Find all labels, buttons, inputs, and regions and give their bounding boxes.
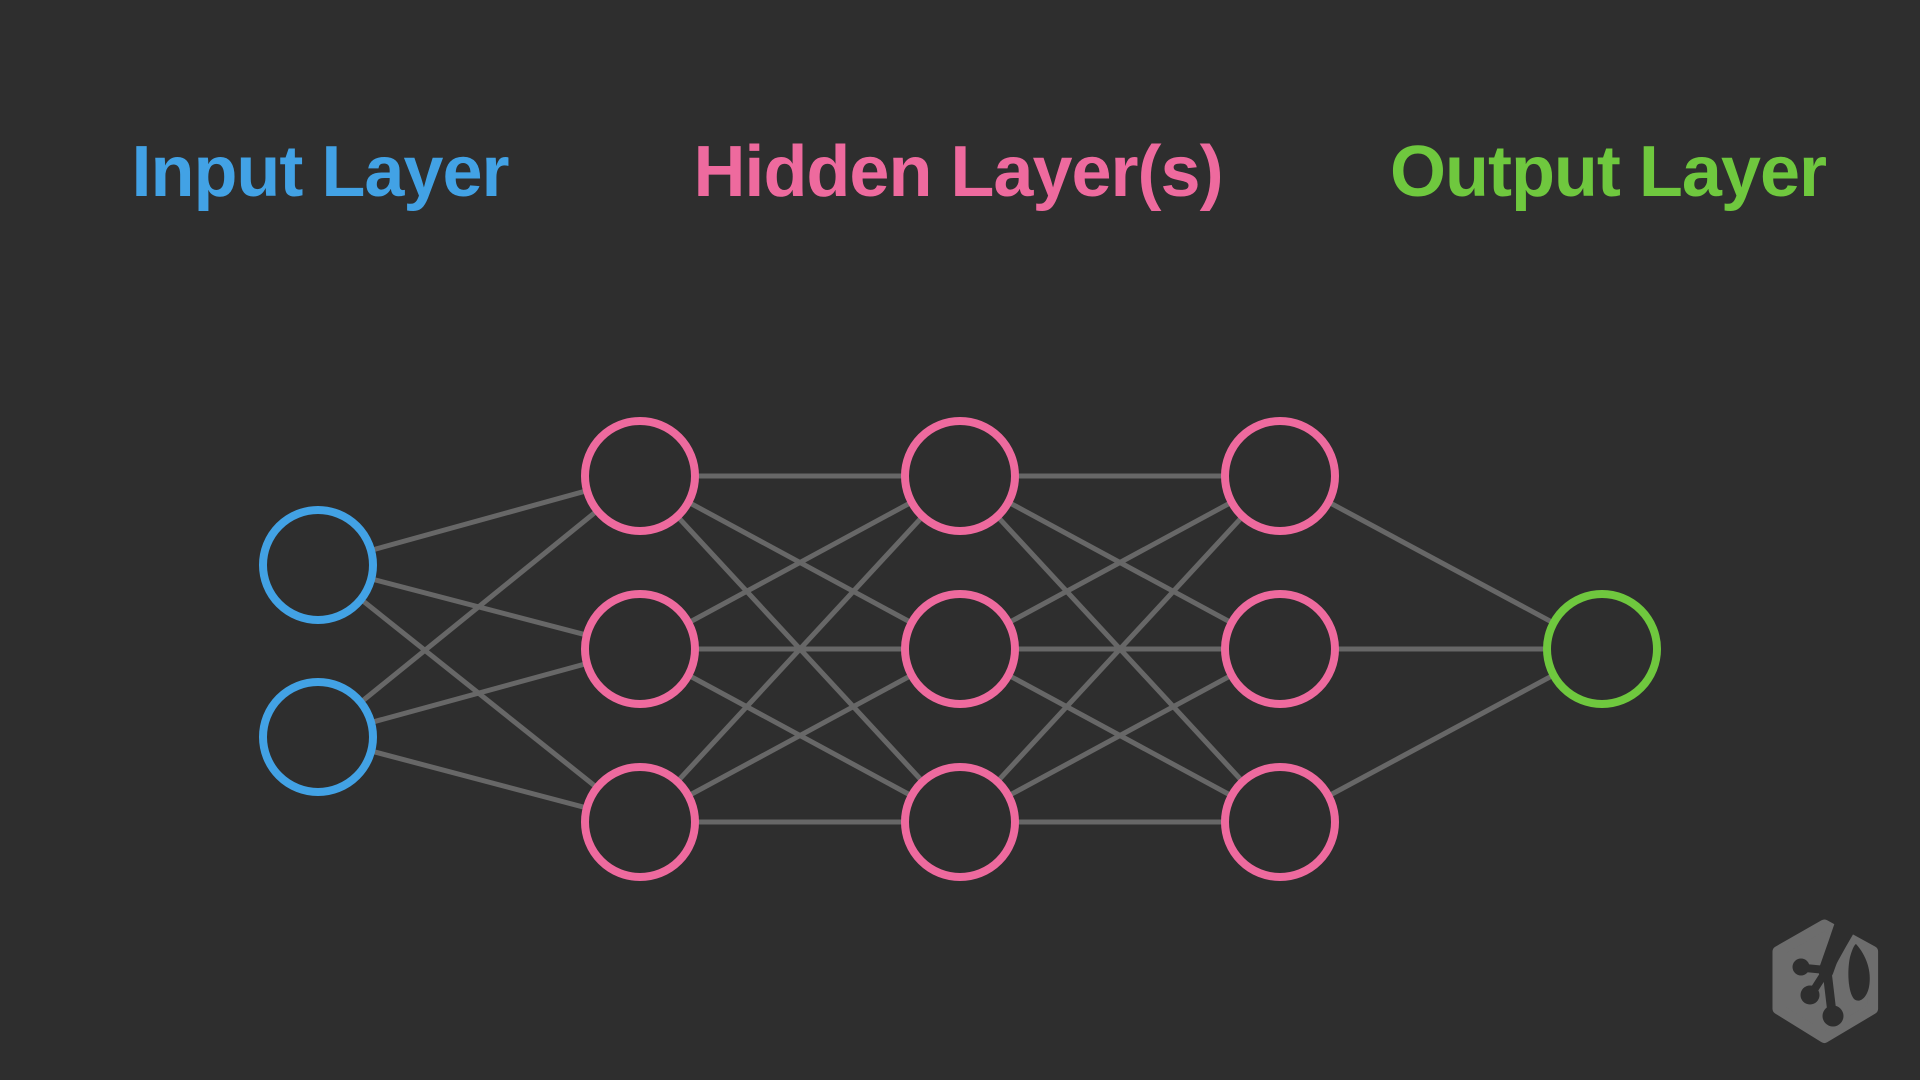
hidden-layer-2-node-3	[901, 763, 1019, 881]
hidden-layer-3-node-1	[1221, 417, 1339, 535]
hidden-layer-2-node-2	[901, 590, 1019, 708]
edge-input-layer-to-hidden-layer-1	[316, 474, 642, 739]
input-layer-node-1	[259, 506, 377, 624]
hidden-layer-3-node-3	[1221, 763, 1339, 881]
hidden-layer-1-node-1	[581, 417, 699, 535]
output-layer-title: Output Layer	[1389, 132, 1827, 212]
hidden-layer-3-node-2	[1221, 590, 1339, 708]
edge-hidden-layer-1-to-hidden-layer-2	[638, 646, 962, 825]
treehouse-logo	[1772, 913, 1879, 1043]
edge-hidden-layer-2-to-hidden-layer-3	[958, 646, 1282, 825]
logo-tree-cutout	[1792, 913, 1870, 1027]
edge-hidden-layer-1-to-hidden-layer-2	[638, 473, 962, 652]
hidden-layer-1-node-3	[581, 763, 699, 881]
hidden-layer-2-node-1	[901, 417, 1019, 535]
edge-hidden-layer-3-to-output-layer	[1278, 646, 1604, 825]
hidden-layer-1-node-2	[581, 590, 699, 708]
edge-hidden-layer-1-to-hidden-layer-2	[638, 474, 962, 824]
edge-hidden-layer-2-to-hidden-layer-3	[958, 474, 1282, 824]
edge-hidden-layer-2-to-hidden-layer-3	[958, 473, 1282, 652]
edge-hidden-layer-3-to-output-layer	[1278, 473, 1604, 652]
output-layer-node-1	[1543, 590, 1661, 708]
input-layer-node-2	[259, 678, 377, 796]
hidden-layer-title: Hidden Layer(s)	[693, 132, 1223, 212]
input-layer-title: Input Layer	[131, 132, 509, 212]
